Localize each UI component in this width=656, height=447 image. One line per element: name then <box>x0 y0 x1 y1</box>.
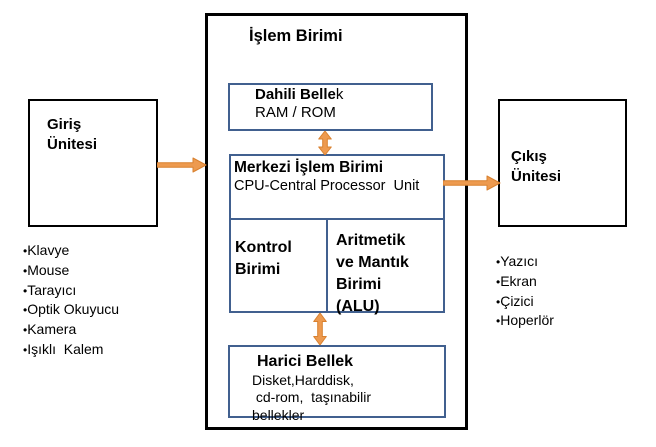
external-memory-body-line: cd-rom, taşınabilir <box>252 389 372 406</box>
processing-unit-title: İşlem Birimi <box>249 27 343 45</box>
cpu-internal-memory-arrow-icon <box>318 131 332 155</box>
bullet-icon: • <box>496 314 501 329</box>
input-devices-list: •Klavye•Mouse•Tarayıcı•Optik Okuyucu•Kam… <box>23 241 119 360</box>
cpu-vertical-divider <box>326 220 328 311</box>
external-memory-body-line: Disket,Harddisk, <box>252 372 354 388</box>
bullet-icon: • <box>496 294 501 309</box>
output-unit-title-line1: Çıkış <box>511 148 547 165</box>
output-flow-arrow-icon <box>443 175 501 191</box>
output-device-item: •Ekran <box>496 272 554 292</box>
input-device-label: Kamera <box>27 321 77 338</box>
cpu-external-memory-arrow-icon <box>313 313 327 345</box>
input-device-label: Işıklı Kalem <box>27 340 104 357</box>
external-memory-box: Harici Bellek Disket,Harddisk, cd-rom, t… <box>228 345 446 423</box>
output-device-item: •Yazıcı <box>496 252 554 272</box>
input-device-item: •Kamera <box>23 320 119 340</box>
output-device-label: Yazıcı <box>500 253 539 269</box>
internal-memory-title-bold: Dahili Belle <box>255 86 336 103</box>
internal-memory-title-tail: k <box>335 86 344 103</box>
bullet-icon: • <box>23 263 28 278</box>
external-memory-title: Harici Bellek <box>257 353 354 370</box>
output-devices-list: •Yazıcı•Ekran•Çizici•Hoperlör <box>496 252 554 331</box>
bullet-icon: • <box>23 303 28 318</box>
input-device-item: •Klavye <box>23 241 119 261</box>
output-device-item: •Çizici <box>496 292 554 312</box>
internal-memory-title: Dahili Bellek <box>255 86 343 104</box>
bullet-icon: • <box>23 244 28 258</box>
alu-label-line: Birimi <box>336 276 382 293</box>
bullet-icon: • <box>496 274 501 289</box>
input-device-item: •Mouse <box>23 261 119 281</box>
input-flow-arrow-icon <box>157 157 207 173</box>
cpu-horizontal-divider <box>231 218 443 220</box>
output-unit-title: Çıkış Ünitesi <box>500 101 625 186</box>
input-unit-title: Giriş Ünitesi <box>30 101 156 154</box>
alu-label-line: (ALU) <box>336 298 380 315</box>
cpu-title: Merkezi İşlem Birimi <box>234 159 384 176</box>
internal-memory-box: Dahili Bellek RAM / ROM <box>228 83 433 131</box>
output-device-item: •Hoperlör <box>496 311 554 331</box>
cpu-box: Merkezi İşlem Birimi CPU-Central Process… <box>229 154 445 315</box>
output-device-label: Çizici <box>500 292 534 309</box>
input-device-label: Optik Okuyucu <box>27 301 120 318</box>
bullet-icon: • <box>23 323 28 338</box>
alu-label-line: ve Mantık <box>336 254 409 271</box>
input-unit-title-line1: Giriş <box>47 116 82 133</box>
input-device-item: •Optik Okuyucu <box>23 300 119 320</box>
input-device-label: Klavye <box>27 242 70 258</box>
bullet-icon: • <box>496 255 501 269</box>
cpu-subtitle: CPU-Central Processor Unit <box>234 178 420 194</box>
input-device-label: Tarayıcı <box>27 281 77 298</box>
input-device-item: •Işıklı Kalem <box>23 340 119 360</box>
control-unit-label-line: Birimi <box>235 260 281 278</box>
output-unit-title-line2: Ünitesi <box>511 167 562 185</box>
input-device-label: Mouse <box>27 261 70 278</box>
external-memory-body-line: bellekler <box>252 406 305 423</box>
input-unit-title-line2: Ünitesi <box>47 135 98 153</box>
internal-memory-subtitle: RAM / ROM <box>255 103 336 121</box>
bullet-icon: • <box>23 342 28 357</box>
input-unit-box: Giriş Ünitesi <box>28 99 158 227</box>
bullet-icon: • <box>23 283 28 298</box>
output-device-label: Hoperlör <box>500 312 554 329</box>
output-device-label: Ekran <box>500 272 537 289</box>
alu-label-line: Aritmetik <box>336 232 406 249</box>
input-device-item: •Tarayıcı <box>23 281 119 301</box>
output-unit-box: Çıkış Ünitesi <box>498 99 627 227</box>
control-unit-label-line: Kontrol <box>235 239 292 256</box>
